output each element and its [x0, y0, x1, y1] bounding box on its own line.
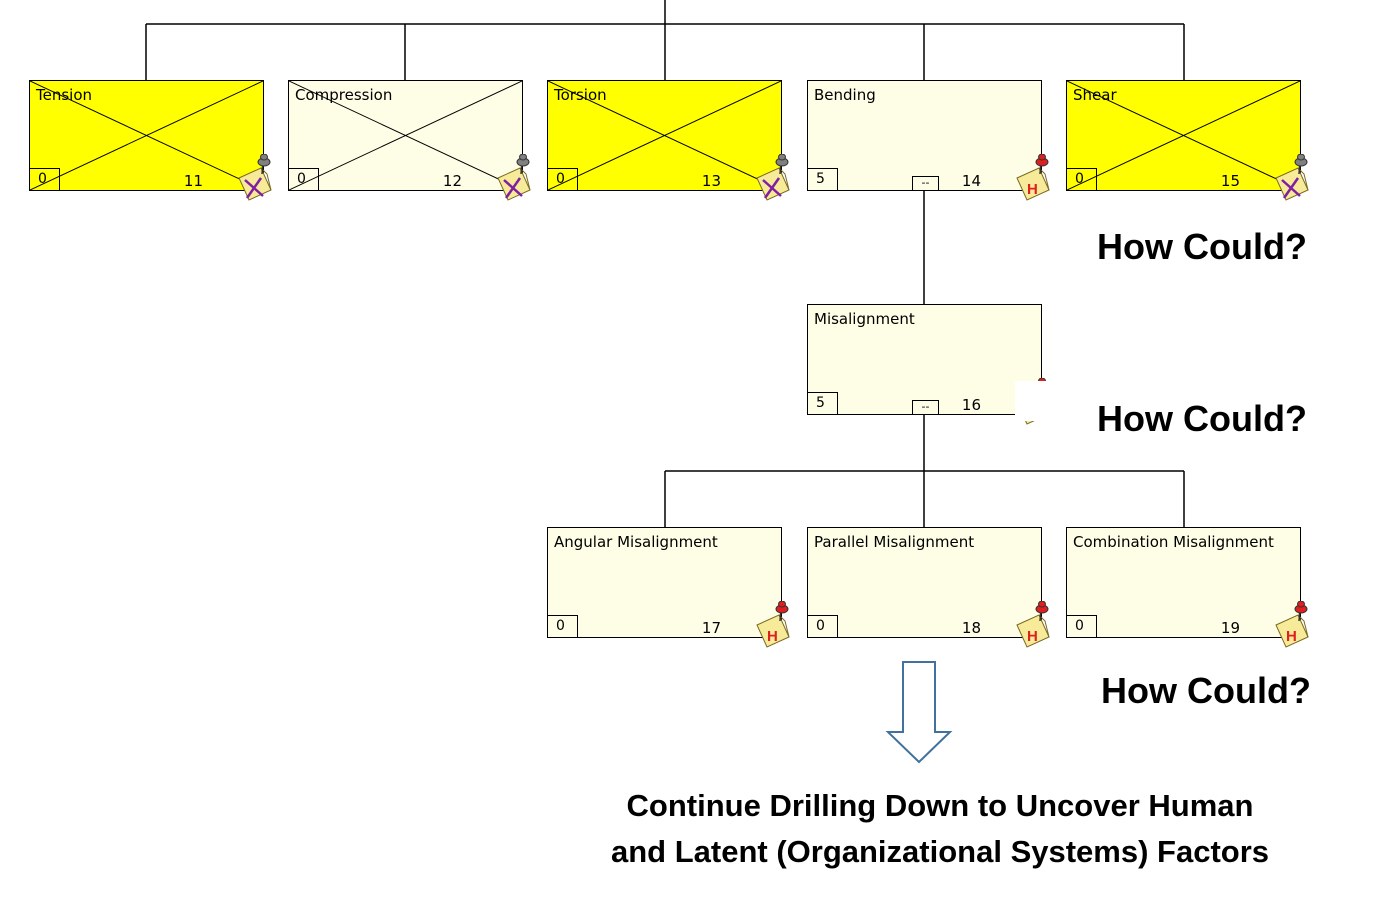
- node-count-box: 0: [807, 615, 838, 638]
- node-count-box: 0: [1066, 168, 1097, 191]
- node-id: 16: [961, 396, 981, 414]
- caption-line-1: Continue Drilling Down to Uncover Human: [626, 788, 1254, 823]
- note-pin-icon[interactable]: H: [749, 601, 795, 649]
- caption-line-2: and Latent (Organizational Systems) Fact…: [610, 834, 1270, 869]
- node-count-box: 0: [29, 168, 60, 191]
- node-id: 17: [701, 619, 721, 637]
- note-pin-icon[interactable]: H: [1268, 601, 1314, 649]
- node-count-box: 0: [547, 615, 578, 638]
- collapse-toggle[interactable]: --: [912, 176, 939, 191]
- note-pin-icon[interactable]: H: [1009, 601, 1055, 649]
- collapse-toggle[interactable]: --: [912, 400, 939, 415]
- node-id: 19: [1220, 619, 1240, 637]
- note-pin-icon[interactable]: [490, 154, 536, 202]
- node-id: 15: [1220, 172, 1240, 190]
- node-title: Misalignment: [814, 310, 915, 328]
- crossed-out-mark: [1067, 81, 1300, 190]
- node-misalignment[interactable]: Misalignment 5 -- 16: [807, 304, 1050, 425]
- node-torsion[interactable]: Torsion 0 13: [547, 80, 790, 201]
- node-count-box: 0: [1066, 615, 1097, 638]
- node-count-box: 0: [288, 168, 319, 191]
- how-could-label-2: How Could?: [1097, 398, 1307, 439]
- node-id: 18: [961, 619, 981, 637]
- down-arrow-icon: [885, 661, 953, 764]
- node-title: Parallel Misalignment: [814, 533, 975, 551]
- svg-text:H: H: [1027, 628, 1038, 645]
- node-count-box: 0: [547, 168, 578, 191]
- node-angular-misalignment[interactable]: Angular Misalignment 0 17 H: [547, 527, 790, 648]
- node-shear[interactable]: Shear 0 15: [1066, 80, 1309, 201]
- node-id: 13: [701, 172, 721, 190]
- node-title: Angular Misalignment: [554, 533, 718, 551]
- node-parallel-misalignment[interactable]: Parallel Misalignment 0 18 H: [807, 527, 1050, 648]
- node-title: Shear: [1073, 86, 1117, 104]
- note-pin-icon[interactable]: [231, 154, 277, 202]
- node-title: Torsion: [554, 86, 607, 104]
- how-could-label-3: How Could?: [1101, 670, 1311, 711]
- crossed-out-mark: [289, 81, 522, 190]
- crossed-out-mark: [30, 81, 263, 190]
- node-combination-misalignment[interactable]: Combination Misalignment 0 19 H: [1066, 527, 1309, 648]
- node-title: Combination Misalignment: [1073, 533, 1274, 551]
- note-pin-icon[interactable]: [1268, 154, 1314, 202]
- node-compression[interactable]: Compression 0 12: [288, 80, 531, 201]
- svg-text:H: H: [767, 628, 778, 645]
- node-count-box: 5: [807, 168, 838, 191]
- node-title: Tension: [36, 86, 93, 104]
- note-pin-icon[interactable]: H: [1009, 154, 1055, 202]
- node-id: 12: [442, 172, 462, 190]
- how-could-label-1: How Could?: [1097, 226, 1307, 267]
- node-count-box: 5: [807, 392, 838, 415]
- note-pin-icon[interactable]: [749, 154, 795, 202]
- node-id: 14: [961, 172, 981, 190]
- node-bending[interactable]: Bending 5 -- 14 H: [807, 80, 1050, 201]
- node-title: Bending: [814, 86, 876, 104]
- node-tension[interactable]: Tension 0 11: [29, 80, 272, 201]
- svg-text:H: H: [1286, 628, 1297, 645]
- node-id: 11: [183, 172, 203, 190]
- note-occlusion: [1015, 381, 1055, 421]
- node-title: Compression: [295, 86, 393, 104]
- svg-text:H: H: [1027, 181, 1038, 198]
- crossed-out-mark: [548, 81, 781, 190]
